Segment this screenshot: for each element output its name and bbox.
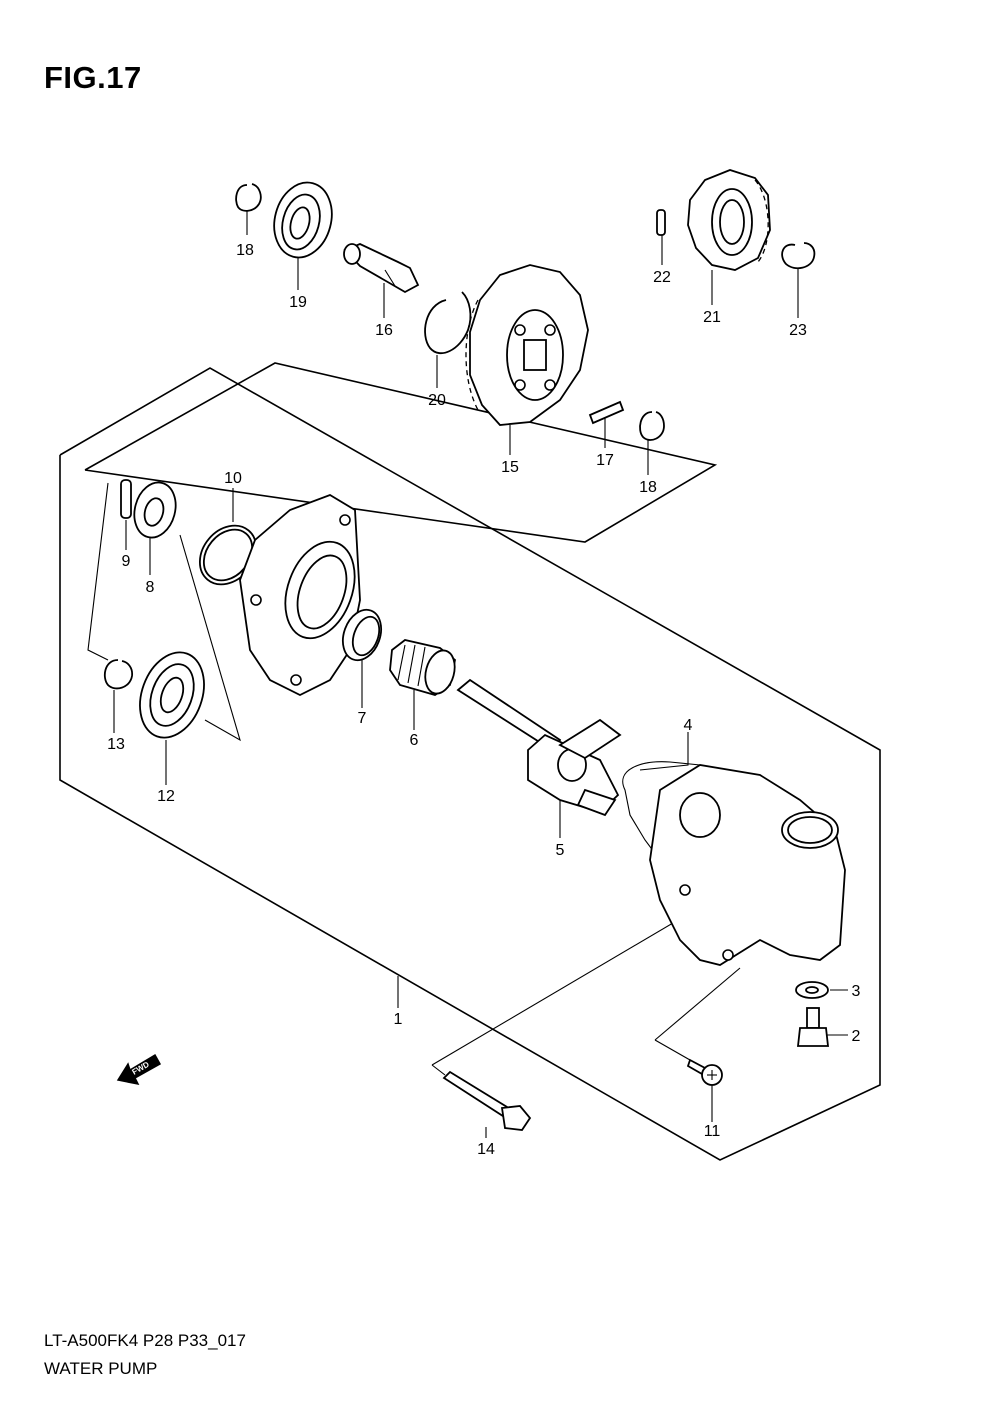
part-23-circlip xyxy=(781,242,816,270)
callout-22: 22 xyxy=(653,269,671,286)
part-2-drain-bolt xyxy=(796,1007,830,1047)
callout-23: 23 xyxy=(789,322,807,339)
pump-cover xyxy=(649,764,846,966)
callout-7: 7 xyxy=(358,710,367,727)
callout-16: 16 xyxy=(375,322,393,339)
callout-17: 17 xyxy=(596,452,614,469)
part-9-pin xyxy=(120,479,132,519)
callout-18-lower: 18 xyxy=(639,479,657,496)
callout-21: 21 xyxy=(703,309,721,326)
part-19-bearing xyxy=(273,181,333,259)
part-20-circlip xyxy=(424,291,472,354)
part-18-circlip-lower xyxy=(639,411,665,441)
part-15-gear xyxy=(465,264,589,426)
part-8-seal xyxy=(133,481,177,539)
part-11-screw xyxy=(686,1058,723,1086)
part-14-bolt xyxy=(442,1070,532,1131)
figure-title: FIG.17 xyxy=(44,60,142,95)
pump-body-housing xyxy=(239,494,361,697)
callout-12: 12 xyxy=(157,788,175,805)
model-code: LT-A500FK4 P28 P33_017 xyxy=(44,1331,246,1350)
callout-13: 13 xyxy=(107,736,125,753)
part-21-gear xyxy=(687,169,771,271)
part-18-circlip-upper xyxy=(235,183,262,212)
callout-10: 10 xyxy=(224,470,242,487)
callout-4: 4 xyxy=(684,717,693,734)
callout-20: 20 xyxy=(428,392,446,409)
leader-lines xyxy=(87,210,848,1138)
callout-2: 2 xyxy=(852,1028,861,1045)
callout-3: 3 xyxy=(852,983,861,1000)
callout-11: 11 xyxy=(704,1123,721,1140)
callout-5: 5 xyxy=(556,842,565,859)
callout-18-upper: 18 xyxy=(236,242,254,259)
callout-8: 8 xyxy=(146,579,155,596)
callout-1: 1 xyxy=(394,1011,403,1028)
part-3-washer xyxy=(795,981,829,999)
diagram-title: WATER PUMP xyxy=(44,1359,158,1378)
callout-15: 15 xyxy=(501,459,519,476)
callout-9: 9 xyxy=(122,553,131,570)
callout-19: 19 xyxy=(289,294,307,311)
part-13-circlip xyxy=(103,659,134,690)
part-5-impeller-shaft xyxy=(456,678,622,817)
part-16-shaft xyxy=(343,243,420,294)
part-12-bearing xyxy=(139,651,205,739)
assembly-frame xyxy=(59,362,881,1161)
part-22-pin xyxy=(656,209,666,236)
fwd-arrow-icon: FWD xyxy=(116,1053,162,1086)
part-6-mechanical-seal xyxy=(389,639,456,696)
part-7-oil-seal xyxy=(341,608,383,662)
part-17-pin xyxy=(588,400,625,425)
callout-labels: 1 2 3 4 5 6 7 8 9 10 11 12 13 14 15 16 1… xyxy=(107,242,860,1158)
callout-6: 6 xyxy=(410,732,419,749)
callout-14: 14 xyxy=(477,1141,495,1158)
